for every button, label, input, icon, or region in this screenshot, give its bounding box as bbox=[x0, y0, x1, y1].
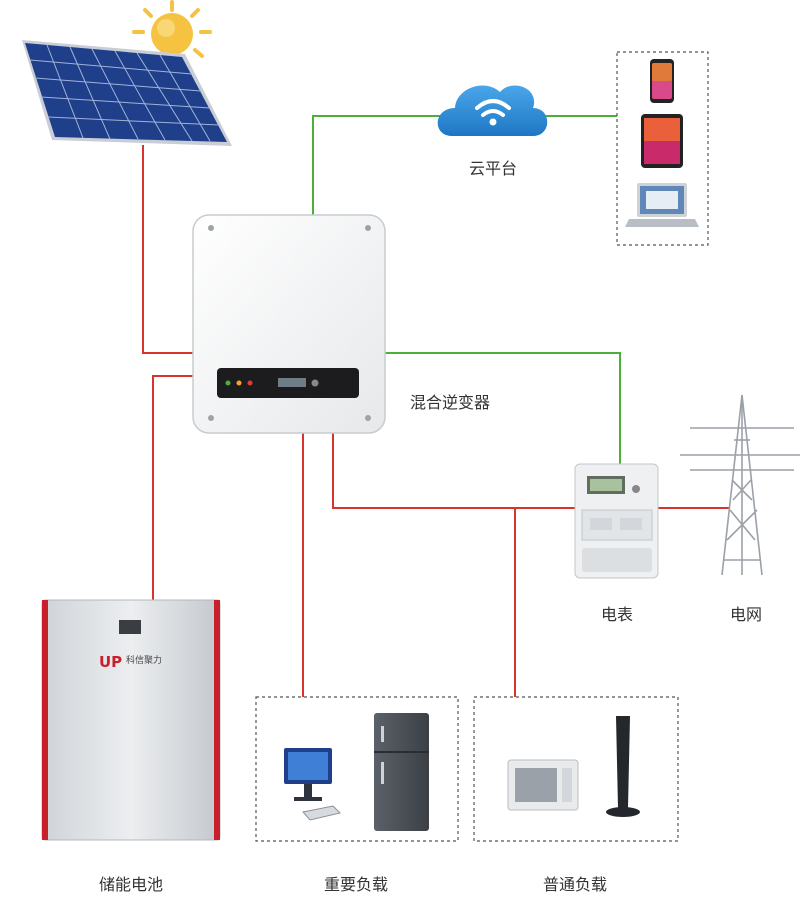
hybrid-inverter-icon bbox=[192, 214, 386, 434]
cloud-icon bbox=[437, 85, 548, 136]
inverter-to-cloud-line bbox=[312, 115, 440, 215]
electric-meter-icon bbox=[574, 463, 659, 579]
inverter-to-meter-line bbox=[332, 432, 575, 509]
battery-to-inverter-line bbox=[152, 375, 193, 600]
data-lines bbox=[312, 115, 621, 466]
cloud-platform-label: 云平台 bbox=[469, 159, 517, 178]
labels: 云平台 混合逆变器 电表 电网 储能电池 重要负载 普通负载 bbox=[99, 159, 762, 894]
sun-icon bbox=[132, 0, 212, 64]
solar-to-inverter-line bbox=[142, 145, 193, 354]
battery-brand-logo: UP 科信聚力 bbox=[99, 653, 162, 671]
inverter-to-meter-data-line bbox=[385, 352, 621, 466]
solar-panel-icon bbox=[22, 40, 232, 146]
laptop-icon bbox=[625, 183, 699, 227]
critical-load-group bbox=[255, 696, 459, 842]
desktop-computer-icon bbox=[284, 748, 341, 821]
tower-fan-icon bbox=[606, 716, 640, 817]
normal-load-label: 普通负载 bbox=[543, 875, 607, 894]
phone-icon bbox=[650, 59, 674, 103]
battery-label: 储能电池 bbox=[99, 875, 163, 894]
wifi-icon bbox=[475, 99, 511, 117]
normal-load-group bbox=[473, 696, 679, 842]
refrigerator-icon bbox=[374, 713, 429, 831]
brand-name: 科信聚力 bbox=[126, 654, 162, 666]
mobile-devices-group bbox=[616, 51, 709, 246]
meter-label: 电表 bbox=[601, 605, 633, 624]
microwave-icon bbox=[507, 759, 579, 811]
power-lines bbox=[142, 145, 730, 697]
critical-load-label: 重要负载 bbox=[324, 875, 388, 894]
logo-text: UP bbox=[99, 653, 122, 671]
battery-icon: UP 科信聚力 bbox=[41, 599, 221, 841]
hybrid-inverter-label: 混合逆变器 bbox=[410, 393, 490, 412]
power-tower-icon bbox=[680, 394, 800, 576]
grid-label: 电网 bbox=[730, 605, 762, 624]
tablet-icon bbox=[641, 114, 683, 168]
